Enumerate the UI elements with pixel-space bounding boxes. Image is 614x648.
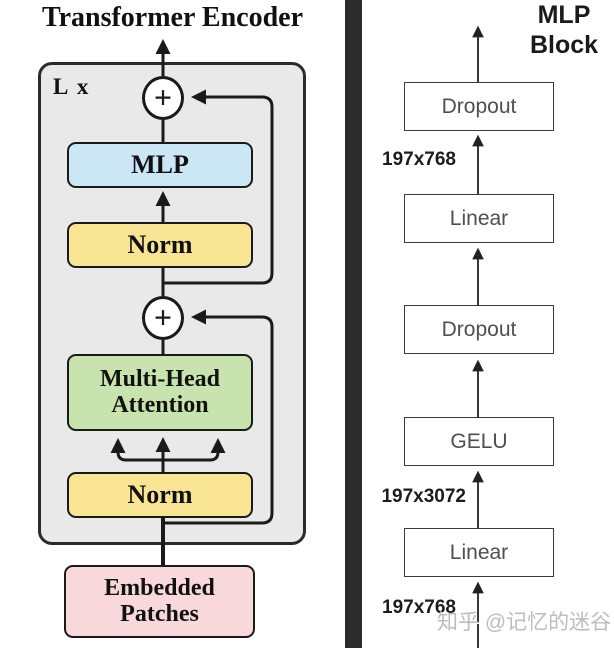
mlp-block-title-line2: Block bbox=[529, 31, 599, 59]
residual-connection-lower bbox=[163, 309, 274, 525]
plus-icon: + bbox=[153, 299, 173, 335]
multi-head-attention-box: Multi-Head Attention bbox=[67, 354, 253, 431]
embedded-patches-box: Embedded Patches bbox=[64, 565, 255, 638]
embedded-box-label-line2: Patches bbox=[120, 600, 199, 627]
mlp-box-label: MLP bbox=[131, 149, 189, 179]
dimension-label-197x768-top: 197x768 bbox=[382, 149, 456, 170]
norm-to-mha-right-arrow bbox=[163, 438, 226, 462]
linear-box-upper: Linear bbox=[404, 194, 554, 243]
mlp-block-title: MLP Block bbox=[517, 0, 611, 60]
dropout-box-label: Dropout bbox=[441, 317, 517, 341]
dimension-label-197x768-bottom: 197x768 bbox=[382, 597, 456, 618]
mlp-box: MLP bbox=[67, 142, 253, 188]
gelu-box: GELU bbox=[404, 417, 554, 466]
norm-to-mha-left-arrow bbox=[110, 438, 163, 462]
dimension-label-197x3072: 197x3072 bbox=[381, 486, 466, 507]
transformer-encoder-title: Transformer Encoder bbox=[41, 2, 304, 33]
mha-box-label-line1: Multi-Head bbox=[100, 365, 220, 392]
dropout-box-middle: Dropout bbox=[404, 305, 554, 354]
dropout-box-top: Dropout bbox=[404, 82, 554, 131]
mha-box-label-line2: Attention bbox=[111, 391, 209, 418]
residual-connection-upper bbox=[163, 89, 274, 285]
gelu-box-label: GELU bbox=[450, 429, 508, 453]
residual-add-middle: + bbox=[142, 296, 184, 340]
zhihu-watermark: 知乎 @记忆的迷谷 bbox=[437, 611, 612, 634]
norm-box-label: Norm bbox=[127, 229, 193, 259]
embedded-box-label-line1: Embedded bbox=[104, 574, 215, 601]
mlp-block-title-line1: MLP bbox=[537, 1, 591, 29]
dropout-box-label: Dropout bbox=[441, 94, 517, 118]
linear-box-label: Linear bbox=[449, 540, 509, 564]
loop-count-label: L x bbox=[53, 74, 91, 99]
norm-box-lower: Norm bbox=[67, 472, 253, 518]
panel-divider bbox=[345, 0, 362, 648]
linear-box-label: Linear bbox=[449, 206, 509, 230]
linear-box-lower: Linear bbox=[404, 528, 554, 577]
residual-add-top: + bbox=[142, 76, 184, 120]
norm-box-label: Norm bbox=[127, 479, 193, 509]
norm-box-upper: Norm bbox=[67, 222, 253, 268]
plus-icon: + bbox=[153, 79, 173, 115]
